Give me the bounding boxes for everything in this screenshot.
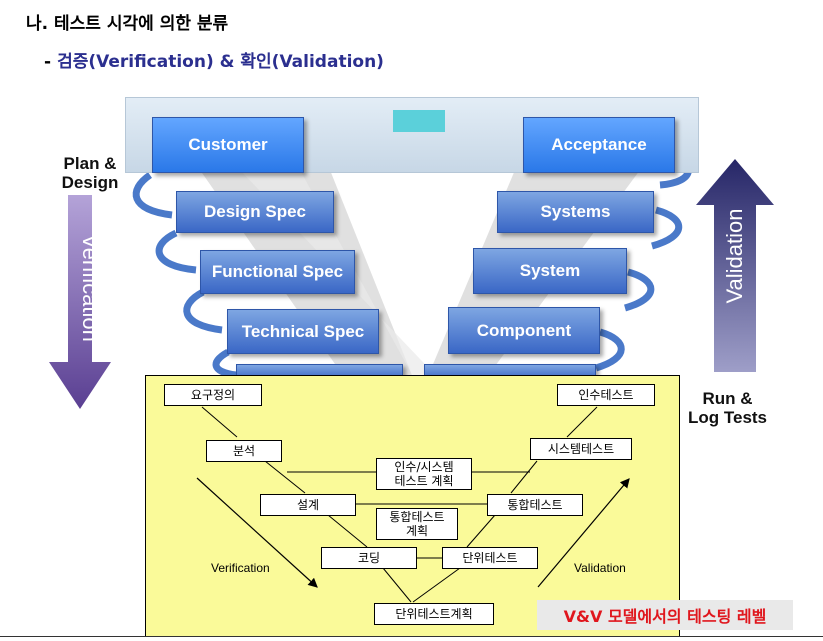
inner-v-diagram	[145, 375, 680, 637]
v-line	[466, 514, 496, 548]
center-box-2-line-2: 계획	[405, 524, 429, 538]
inner-validation-label: Validation	[574, 561, 626, 575]
figure-caption: V&V 모델에서의 테스팅 레벨	[537, 600, 793, 630]
vbox-technical-spec: Technical Spec	[227, 309, 379, 354]
vbox-acceptance: Acceptance	[523, 117, 675, 173]
plan-design-line-1: Plan &	[63, 154, 117, 173]
v-line	[382, 567, 412, 603]
plan-design-line-2: Design	[61, 173, 119, 192]
validation-arrow-line	[537, 478, 630, 588]
center-box-1-line-1: 인수/시스템	[394, 460, 454, 474]
vbox-system: System	[473, 248, 627, 294]
teal-marker	[393, 110, 445, 132]
v-line	[412, 567, 461, 603]
page-subheading: -검증(Verification) & 확인(Validation)	[44, 47, 384, 72]
connector-arrow	[650, 206, 683, 250]
run-log-line-1: Run &	[702, 389, 753, 408]
box-unit-test: 단위테스트	[442, 547, 538, 569]
vbox-design-spec: Design Spec	[176, 191, 334, 233]
box-requirements: 요구정의	[164, 384, 262, 406]
center-box-2-line-1: 통합테스트	[389, 510, 445, 524]
v-line	[510, 460, 538, 494]
verification-arrow	[49, 195, 111, 409]
run-log-line-2: Log Tests	[687, 408, 768, 427]
connector-arrow	[155, 229, 197, 274]
connector-arrow	[594, 328, 625, 372]
box-unit-test-plan: 단위테스트계획	[374, 603, 494, 625]
connector-arrow	[212, 348, 237, 379]
connector-arrow	[623, 268, 655, 312]
inner-diagram-lines	[196, 406, 630, 603]
box-acceptance-test: 인수테스트	[557, 384, 655, 406]
subheading-text: 검증(Verification) & 확인(Validation)	[57, 52, 384, 72]
validation-arrow	[696, 159, 774, 372]
inner-verification-label: Verification	[211, 561, 270, 575]
subheading-dash: -	[44, 52, 52, 72]
page-heading: 나. 테스트 시각에 의한 분류	[26, 14, 229, 34]
v-line	[327, 514, 368, 548]
v-line	[201, 406, 238, 438]
box-acceptance-system-test-plan: 인수/시스템 테스트 계획	[376, 458, 472, 490]
vbox-customer: Customer	[152, 117, 304, 173]
validation-arrow-text: Validation	[722, 208, 747, 304]
box-coding: 코딩	[321, 547, 417, 569]
box-analysis: 분석	[206, 440, 282, 462]
bottom-divider	[0, 636, 823, 637]
box-integration-test-plan: 통합테스트 계획	[376, 508, 458, 540]
v-line	[264, 460, 306, 494]
v-line	[566, 406, 598, 438]
run-log-tests-label: Run & Log Tests	[680, 389, 775, 427]
verification-arrow-line	[196, 477, 318, 588]
vbox-functional-spec: Functional Spec	[200, 250, 355, 294]
box-integration-test: 통합테스트	[487, 494, 583, 516]
box-design: 설계	[260, 494, 356, 516]
vbox-component: Component	[448, 307, 600, 354]
center-box-1-line-2: 테스트 계획	[394, 474, 454, 488]
verification-arrow-text: Verification	[78, 234, 103, 342]
connector-arrow	[183, 288, 223, 334]
connector-arrow	[132, 172, 173, 219]
vbox-systems: Systems	[497, 191, 654, 233]
plan-design-label: Plan & Design	[54, 154, 126, 192]
box-system-test: 시스템테스트	[530, 438, 632, 460]
